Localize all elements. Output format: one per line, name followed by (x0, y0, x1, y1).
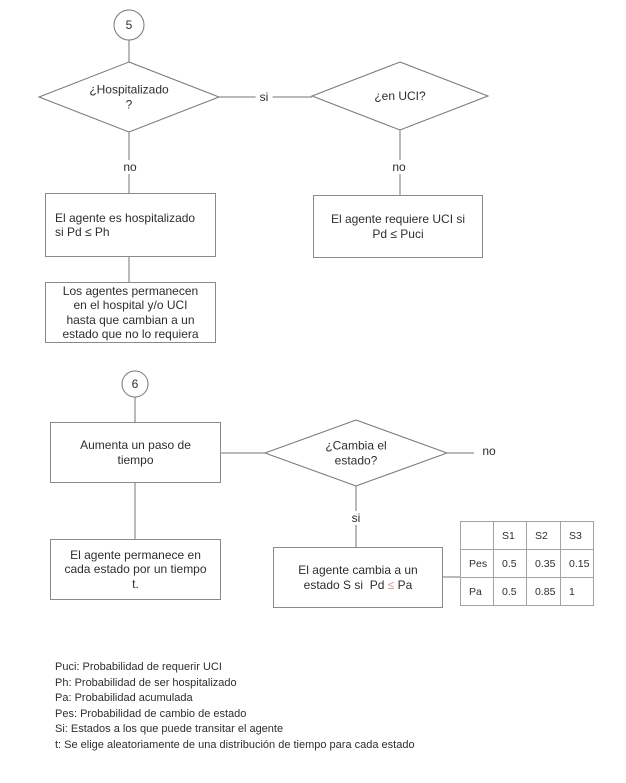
process-box-change-state-line2: estado S si Pd ≤ Pa (304, 578, 413, 593)
legend-line-si: Si: Estados a los que puede transitar el… (55, 723, 284, 736)
table-cell-pes-s3: 0.15 (560, 549, 594, 578)
edge-label-si-cambia: si (347, 511, 365, 525)
decision-hospitalizado-label: ¿Hospitalizado ? (89, 82, 169, 112)
probability-table: S1 S2 S3 Pes 0.5 0.35 0.15 Pa 0.5 0.85 1 (460, 521, 594, 606)
table-header-row: S1 S2 S3 (460, 521, 594, 550)
process-box-remain-hospital: Los agentes permanecen en el hospital y/… (45, 282, 216, 343)
connector-number-6: 6 (131, 377, 139, 391)
decision-cambia-label: ¿Cambia el estado? (325, 438, 387, 468)
legend-line-pa: Pa: Probabilidad acumulada (55, 692, 193, 705)
table-row-pes: Pes 0.5 0.35 0.15 (460, 549, 594, 578)
table-cell-pa-s3: 1 (560, 577, 594, 606)
legend-line-t: t: Se elige aleatoriamente de una distri… (55, 738, 415, 751)
edge-label-no-hospitalizado: no (119, 160, 141, 174)
table-cell-pes-s1: 0.5 (493, 549, 527, 578)
table-cell-pa-s2: 0.85 (526, 577, 561, 606)
edge-label-si-hospitalizado: si (255, 90, 273, 104)
process-box-change-state-line1: El agente cambia a un (298, 563, 418, 577)
table-header-empty (460, 521, 494, 550)
process-box-requires-uci: El agente requiere UCI si Pd ≤ Puci (313, 195, 483, 258)
table-header-s1: S1 (493, 521, 527, 550)
less-equal-operator: ≤ (387, 577, 395, 592)
table-row-pa: Pa 0.5 0.85 1 (460, 577, 594, 606)
legend-line-puci: Puci: Probabilidad de requerir UCI (55, 661, 222, 673)
edge-label-no-uci: no (388, 160, 410, 174)
process-box-stay-state: El agente permanece en cada estado por u… (50, 539, 221, 600)
table-header-s3: S3 (560, 521, 594, 550)
change-state-line2-after: Pa (394, 577, 413, 592)
process-box-hospitalized: El agente es hospitalizado si Pd ≤ Ph (45, 193, 216, 257)
process-box-change-state: El agente cambia a un estado S si Pd ≤ P… (273, 547, 443, 608)
decision-uci-label: ¿en UCI? (374, 88, 426, 103)
legend-line-pes: Pes: Probabilidad de cambio de estado (55, 707, 247, 720)
legend: Puci: Probabilidad de requerir UCI Ph: P… (55, 660, 415, 754)
table-cell-pes-s2: 0.35 (526, 549, 561, 578)
table-row-pes-name: Pes (460, 549, 494, 578)
legend-line-ph: Ph: Probabilidad de ser hospitalizado (55, 676, 237, 689)
change-state-line2-before: estado S si Pd (303, 577, 388, 592)
connector-number-5: 5 (125, 18, 133, 32)
table-row-pa-name: Pa (460, 577, 494, 606)
process-box-time-step: Aumenta un paso de tiempo (50, 422, 221, 483)
edge-label-no-cambia: no (478, 444, 500, 458)
table-header-s2: S2 (526, 521, 561, 550)
table-cell-pa-s1: 0.5 (493, 577, 527, 606)
